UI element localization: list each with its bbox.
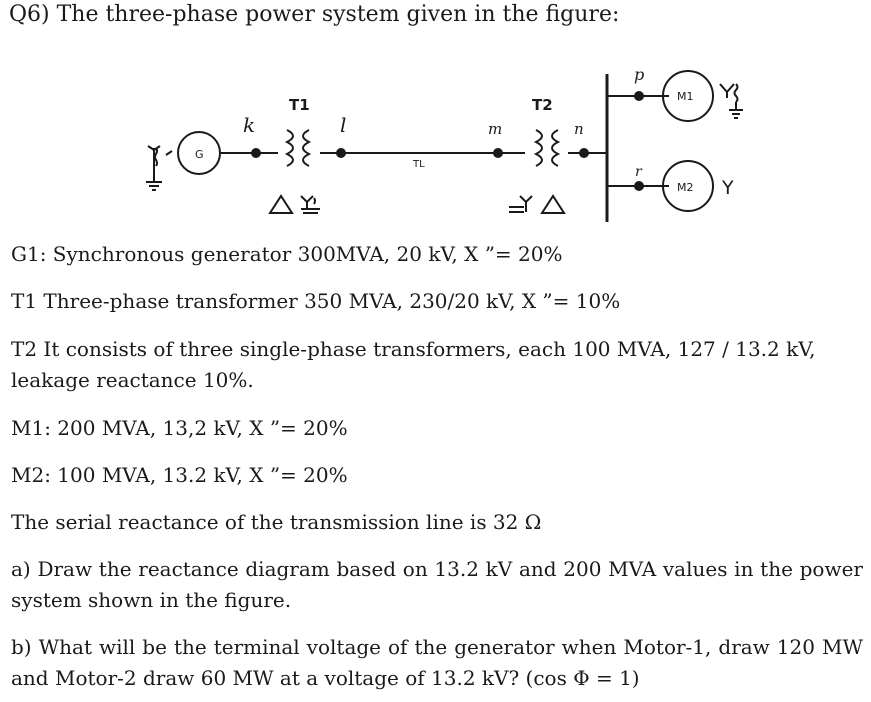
- one-line-diagram: G T1 T2 TL M1 M2 k l m n p r ΔY YΔ Y: [146, 65, 743, 222]
- g1-spec: G1: Synchronous generator 300MVA, 20 kV,…: [11, 242, 563, 266]
- t2-delta-symbol: [540, 194, 566, 214]
- t1-spec: T1 Three-phase transformer 350 MVA, 230/…: [11, 289, 621, 313]
- motor-m1-label: M1: [677, 90, 694, 103]
- t2-ground-wye-symbol: [509, 195, 533, 213]
- bus-l-label: l: [340, 113, 346, 137]
- bus-l-node: [336, 148, 346, 158]
- bus-m-label: m: [488, 120, 502, 138]
- line-spec: The serial reactance of the transmission…: [11, 510, 542, 534]
- m2-spec: M2: 100 MVA, 13.2 kV, X ”= 20%: [11, 463, 348, 487]
- question-title: Q6) The three-phase power system given i…: [9, 2, 620, 27]
- task-a: a) Draw the reactance diagram based on 1…: [11, 557, 863, 612]
- bus-k-node: [251, 148, 261, 158]
- transmission-line-label: TL: [412, 159, 425, 170]
- bus-n-label: n: [574, 120, 584, 138]
- t2-spec: T2 It consists of three single-phase tra…: [11, 337, 816, 392]
- t1-label: T1: [289, 96, 310, 114]
- bus-p-label: p: [634, 65, 644, 84]
- m1-spec: M1: 200 MVA, 13,2 kV, X ”= 20%: [11, 416, 348, 440]
- task-b: b) What will be the terminal voltage of …: [11, 635, 863, 690]
- t1-delta-symbol: [268, 194, 294, 214]
- transformer-t1-symbol: [284, 129, 312, 167]
- t2-label: T2: [532, 96, 553, 114]
- bus-p-node: [634, 91, 644, 101]
- bus-n-node: [579, 148, 589, 158]
- t1-wye-ground-symbol: [300, 195, 320, 214]
- motor-m1-symbol: [662, 70, 714, 122]
- transformer-t2-symbol: [533, 129, 561, 167]
- motor-m2-label: M2: [677, 181, 694, 194]
- m2-connection-label: Y: [721, 177, 734, 199]
- bus-m-node: [493, 148, 503, 158]
- motor-m2-symbol: [662, 160, 714, 212]
- bus-k-label: k: [243, 113, 255, 137]
- generator-ground-symbol: [146, 145, 173, 191]
- generator-label: G: [195, 148, 204, 161]
- bus-r-label: r: [635, 164, 643, 180]
- m1-ground-symbol: [719, 83, 743, 119]
- bus-r-node: [634, 181, 644, 191]
